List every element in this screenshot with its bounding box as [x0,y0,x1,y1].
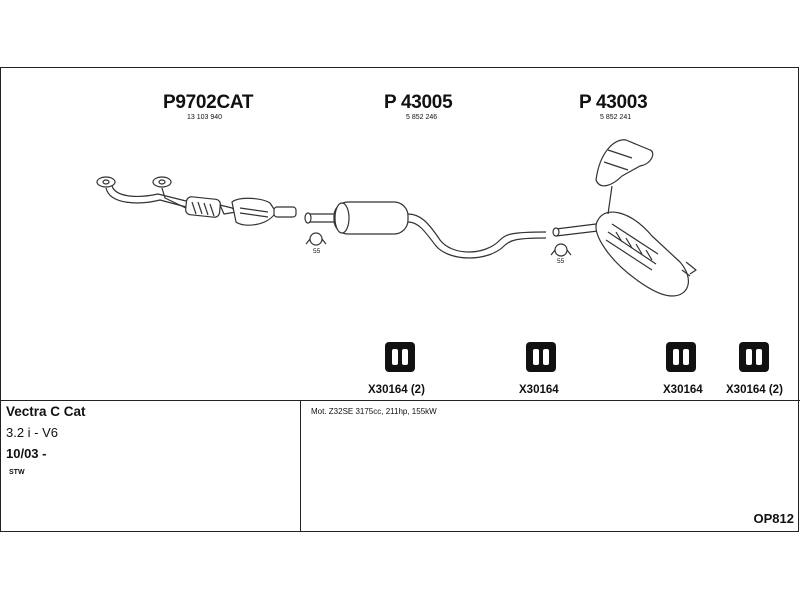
vehicle-dates: 10/03 - [6,446,47,461]
rear-silencer-drawing [552,139,697,297]
clamp-drawing-2 [550,243,572,257]
part-code-middle-silencer: P 43005 [384,92,453,113]
vehicle-body-type: STW [9,469,25,476]
motor-specification: Mot. Z32SE 3175cc, 211hp, 155kW [311,407,437,416]
catalytic-converter-drawing [96,176,297,226]
rubber-hanger-icon [666,342,696,372]
hanger-label: X30164 [519,384,559,396]
oe-number-middle-silencer: 5 852 246 [406,114,438,121]
middle-silencer-drawing [304,201,547,259]
hanger-label: X30164 (2) [726,384,783,396]
clamp-drawing-1 [305,232,327,246]
part-code-rear-silencer: P 43003 [579,92,648,113]
part-code-catalytic-converter: P9702CAT [163,92,254,113]
exhaust-system-drawing [96,139,697,297]
divider-horizontal [0,400,800,401]
hanger-label: X30164 (2) [368,384,425,396]
vehicle-engine: 3.2 i - V6 [6,425,59,440]
rubber-hanger-icon [526,342,556,372]
divider-vertical [300,400,301,532]
diagram-frame [0,67,799,532]
rubber-hanger-icon [385,342,415,372]
clamp-label-1: 55 [313,248,321,255]
oe-number-catalytic-converter: 13 103 940 [187,114,223,121]
hanger-label: X30164 [663,384,703,396]
oe-number-rear-silencer: 5 852 241 [600,114,632,121]
diagram-reference: OP812 [753,511,794,526]
rubber-hanger-icon [739,342,769,372]
vehicle-model: Vectra C Cat [6,404,86,419]
clamp-label-2: 55 [557,258,565,265]
